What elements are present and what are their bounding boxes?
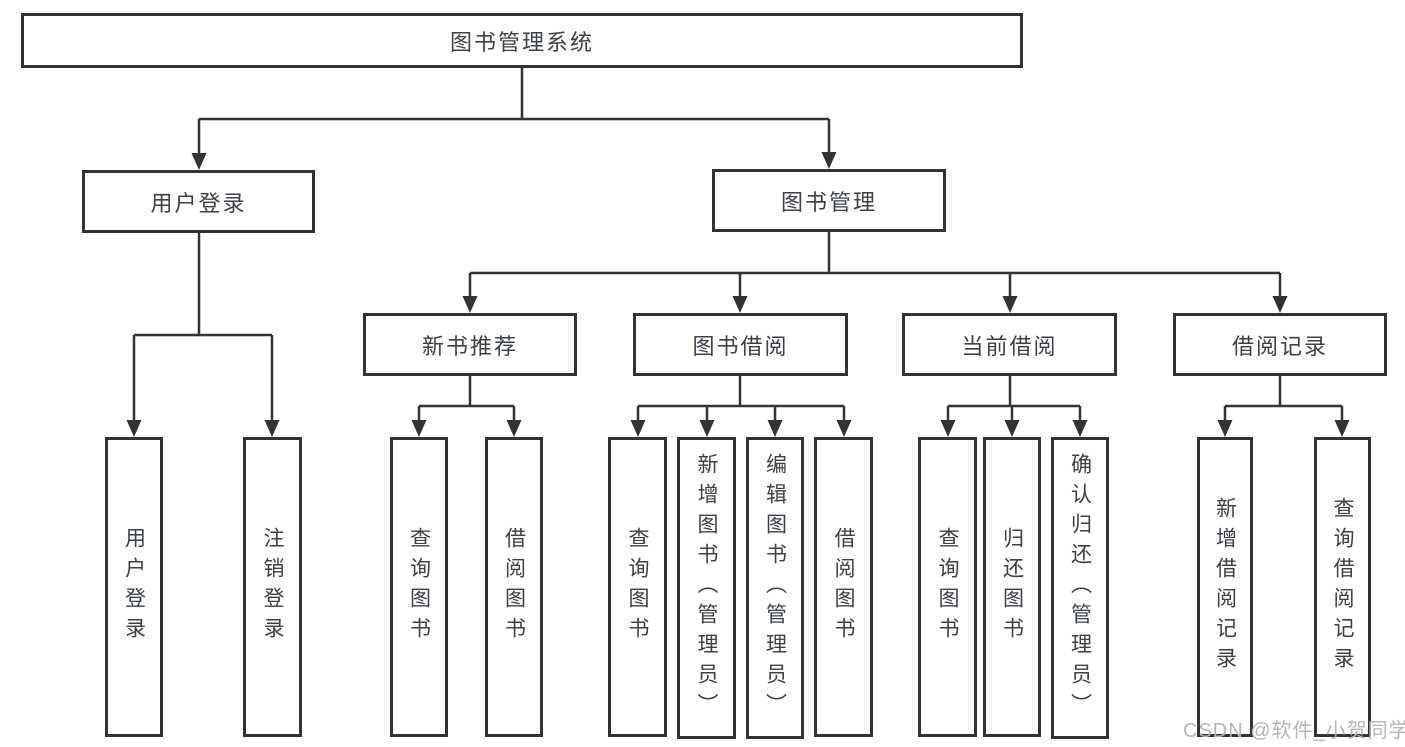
- arrowhead-down-icon: [732, 296, 748, 313]
- node-label: 确认归还（管理员）: [1068, 453, 1092, 723]
- arrowhead-down-icon: [1217, 420, 1233, 437]
- arrowhead-down-icon: [411, 420, 427, 437]
- node-leaf-query-book-1: 查询图书: [390, 437, 448, 737]
- node-leaf-logout: 注销登录: [243, 437, 302, 737]
- node-label: 查询图书: [407, 527, 431, 647]
- node-label: 当前借阅: [961, 333, 1058, 359]
- node-leaf-return-book: 归还图书: [983, 437, 1041, 737]
- node-label: 查询借阅记录: [1331, 497, 1354, 677]
- node-user-login: 用户登录: [82, 170, 315, 233]
- arrowhead-down-icon: [1004, 420, 1020, 437]
- arrowhead-down-icon: [767, 420, 783, 437]
- arrowhead-down-icon: [821, 152, 837, 169]
- arrowhead-down-icon: [506, 420, 522, 437]
- node-leaf-confirm-return: 确认归还（管理员）: [1051, 437, 1109, 739]
- node-label: 用户登录: [150, 190, 247, 216]
- node-leaf-query-book-3: 查询图书: [918, 437, 977, 737]
- node-label: 查询图书: [626, 527, 649, 647]
- node-label: 新增图书（管理员）: [695, 453, 718, 723]
- node-leaf-borrow-book-2: 借阅图书: [814, 437, 873, 737]
- node-book-management: 图书管理: [712, 169, 946, 232]
- node-label: 用户登录: [122, 527, 146, 647]
- arrowhead-down-icon: [699, 420, 715, 437]
- node-label: 注销登录: [261, 527, 284, 647]
- node-label: 借阅图书: [832, 527, 855, 647]
- node-label: 编辑图书（管理员）: [763, 453, 787, 723]
- node-leaf-edit-book: 编辑图书（管理员）: [746, 437, 804, 739]
- node-borrowing-records: 借阅记录: [1173, 313, 1387, 376]
- arrowhead-down-icon: [1072, 420, 1088, 437]
- node-label: 借阅记录: [1231, 333, 1328, 359]
- node-root: 图书管理系统: [21, 13, 1023, 68]
- arrowhead-down-icon: [1272, 296, 1288, 313]
- arrowhead-down-icon: [191, 153, 207, 170]
- node-leaf-add-record: 新增借阅记录: [1197, 437, 1253, 737]
- node-label: 借阅图书: [502, 527, 526, 647]
- node-leaf-user-login: 用户登录: [105, 437, 163, 737]
- node-label: 图书管理: [780, 189, 877, 215]
- node-new-book-recommend: 新书推荐: [363, 313, 577, 376]
- node-label: 图书借阅: [692, 333, 789, 359]
- node-current-borrowing: 当前借阅: [902, 313, 1117, 376]
- node-label: 查询图书: [936, 527, 959, 647]
- node-leaf-borrow-book-1: 借阅图书: [485, 437, 543, 737]
- arrowhead-down-icon: [264, 420, 280, 437]
- node-leaf-add-book: 新增图书（管理员）: [677, 437, 736, 739]
- arrowhead-down-icon: [126, 420, 142, 437]
- csdn-watermark: CSDN @软件_小贺同学: [1183, 720, 1405, 742]
- node-leaf-query-book-2: 查询图书: [608, 437, 667, 737]
- arrowhead-down-icon: [462, 296, 478, 313]
- arrowhead-down-icon: [1334, 420, 1350, 437]
- arrowhead-down-icon: [630, 420, 646, 437]
- node-label: 归还图书: [1000, 527, 1024, 647]
- node-leaf-query-record: 查询借阅记录: [1314, 437, 1371, 737]
- arrowhead-down-icon: [836, 420, 852, 437]
- node-label: 新增借阅记录: [1213, 497, 1237, 677]
- arrowhead-down-icon: [1002, 296, 1018, 313]
- node-book-borrowing: 图书借阅: [633, 313, 848, 376]
- arrowhead-down-icon: [940, 420, 956, 437]
- node-label: 图书管理系统: [449, 29, 594, 55]
- node-label: 新书推荐: [421, 333, 518, 359]
